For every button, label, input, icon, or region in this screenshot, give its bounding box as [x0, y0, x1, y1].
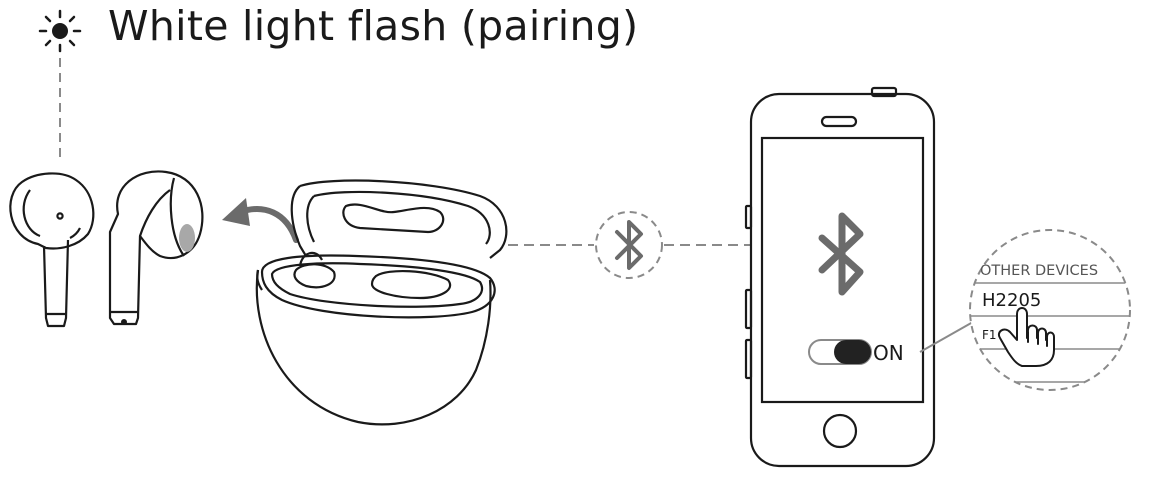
bluetooth-toggle-knob: [834, 340, 871, 364]
device-list-item-f1[interactable]: F1: [982, 328, 997, 342]
bluetooth-toggle[interactable]: [808, 339, 872, 365]
device-list-callout-line: [919, 317, 981, 353]
header-title: White light flash (pairing): [108, 2, 639, 50]
bluetooth-connector: [595, 211, 663, 279]
earbud-sensor: [179, 224, 195, 252]
device-list-heading: OTHER DEVICES: [980, 263, 1098, 279]
earbud-right: [108, 170, 204, 326]
phone-home-button[interactable]: [822, 413, 858, 449]
bluetooth-toggle-label: ON: [873, 341, 904, 365]
charging-case: [255, 179, 508, 426]
hand-pointer-icon: [998, 307, 1055, 367]
earbud-left: [9, 172, 95, 328]
bluetooth-icon: [615, 220, 643, 270]
device-list-item-h2205[interactable]: H2205: [982, 290, 1041, 311]
bluetooth-icon: [818, 212, 864, 296]
light-flash-icon: [38, 9, 82, 53]
device-list-magnifier: OTHER DEVICES H2205 F1: [969, 229, 1131, 391]
remove-earbud-arrow: [222, 198, 299, 243]
